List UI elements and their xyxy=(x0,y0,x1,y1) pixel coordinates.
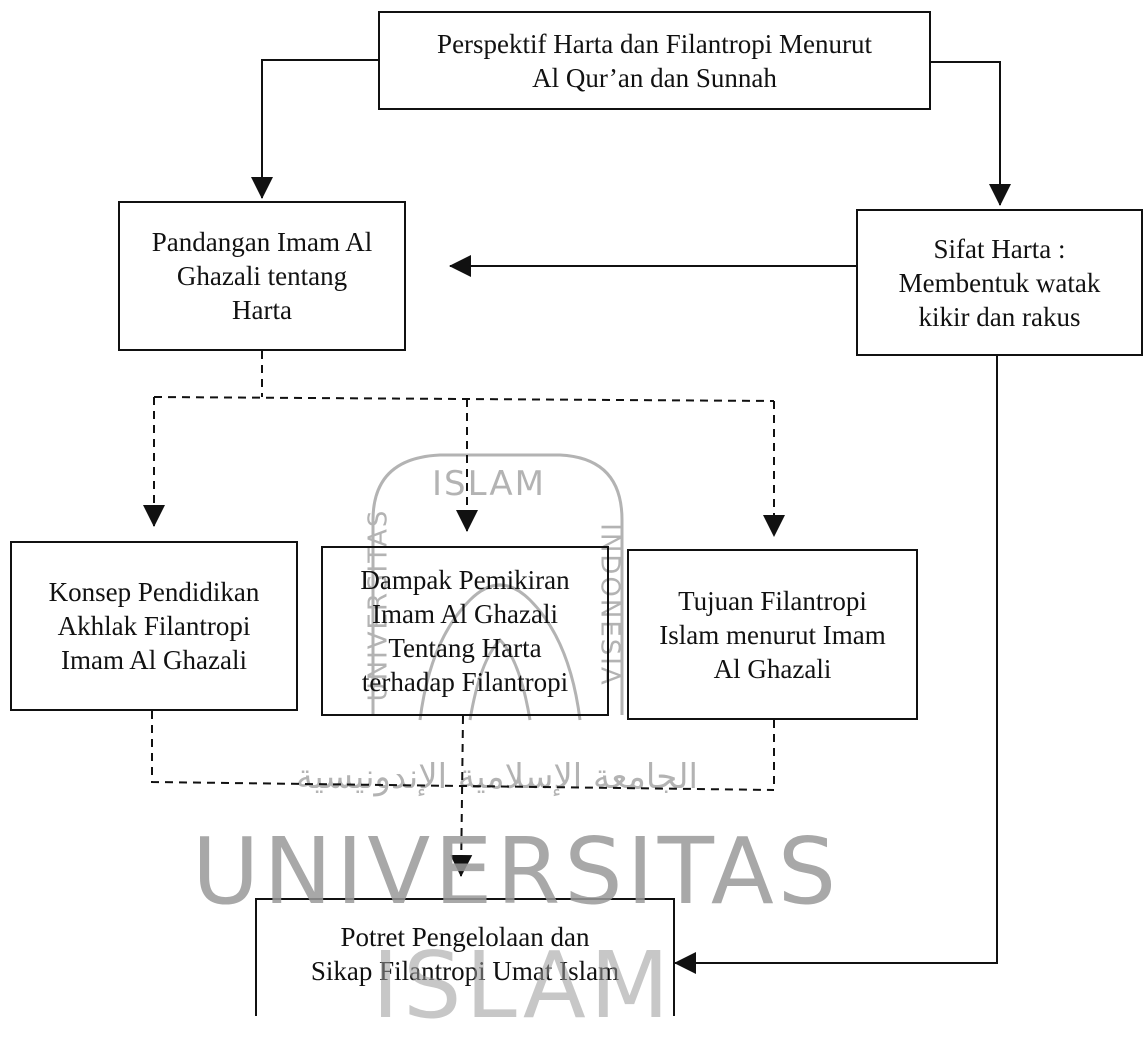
node-line: terhadap Filantropi xyxy=(361,667,569,697)
node-line: Dampak Pemikiran xyxy=(360,565,570,595)
node-line: Tentang Harta xyxy=(388,633,542,663)
node-line: Potret Pengelolaan dan xyxy=(340,922,590,952)
node-perspektif-harta: Perspektif Harta dan Filantropi Menurut … xyxy=(378,11,931,110)
dashed-to-potret xyxy=(450,715,473,877)
node-line: Konsep Pendidikan xyxy=(48,577,260,607)
dashed-connectors xyxy=(143,351,785,877)
node-line: kikir dan rakus xyxy=(918,301,1081,332)
node-tujuan-filantropi: Tujuan Filantropi Islam menurut Imam Al … xyxy=(627,549,918,720)
node-line: Pandangan Imam Al xyxy=(151,227,373,257)
watermark-universitas: UNIVERSITAS xyxy=(192,818,841,925)
node-line: Ghazali tentang xyxy=(176,261,348,291)
node-line: Al Qur’an dan Sunnah xyxy=(532,62,777,93)
solid-connectors xyxy=(251,59,1011,974)
watermark-seal xyxy=(371,453,624,721)
node-potret-pengelolaan: Potret Pengelolaan dan Sikap Filantropi … xyxy=(255,898,675,1016)
seal-flame xyxy=(468,637,532,721)
watermark-islam: ISLAM xyxy=(372,932,674,1039)
flow-diagram: الجامعة الإسلامية الإندونيسية xyxy=(143,59,1011,974)
seal-inner-shape xyxy=(418,583,582,721)
node-line: Membentuk watak xyxy=(898,267,1101,298)
node-line: Islam menurut Imam xyxy=(659,619,886,650)
node-line: Harta xyxy=(232,295,292,325)
dashed-konsep-down xyxy=(151,711,775,791)
node-line: Imam Al Ghazali xyxy=(372,599,558,629)
arrow-top-to-right xyxy=(931,61,1011,206)
arrow-right-to-potret xyxy=(674,356,998,974)
node-line: Al Ghazali xyxy=(713,653,832,684)
node-line: Sifat Harta : xyxy=(933,233,1066,264)
node-line: Akhlak Filantropi xyxy=(57,611,251,641)
node-pandangan-imam: Pandangan Imam Al Ghazali tentang Harta xyxy=(118,201,406,351)
arrow-top-to-left xyxy=(251,59,378,199)
dashed-branch-bar xyxy=(153,396,775,402)
node-line: Tujuan Filantropi xyxy=(678,585,867,616)
node-line: Sikap Filantropi Umat Islam xyxy=(310,956,620,986)
node-line: Perspektif Harta dan Filantropi Menurut xyxy=(437,28,872,59)
node-dampak-pemikiran: Dampak Pemikiran Imam Al Ghazali Tentang… xyxy=(321,546,609,716)
seal-top-label: ISLAM xyxy=(432,464,546,504)
node-sifat-harta: Sifat Harta : Membentuk watak kikir dan … xyxy=(856,209,1143,356)
seal-arabic-script: الجامعة الإسلامية الإندونيسية xyxy=(296,757,698,797)
node-konsep-pendidikan: Konsep Pendidikan Akhlak Filantropi Imam… xyxy=(10,541,298,711)
seal-outline xyxy=(371,453,624,715)
node-line: Imam Al Ghazali xyxy=(61,645,247,675)
